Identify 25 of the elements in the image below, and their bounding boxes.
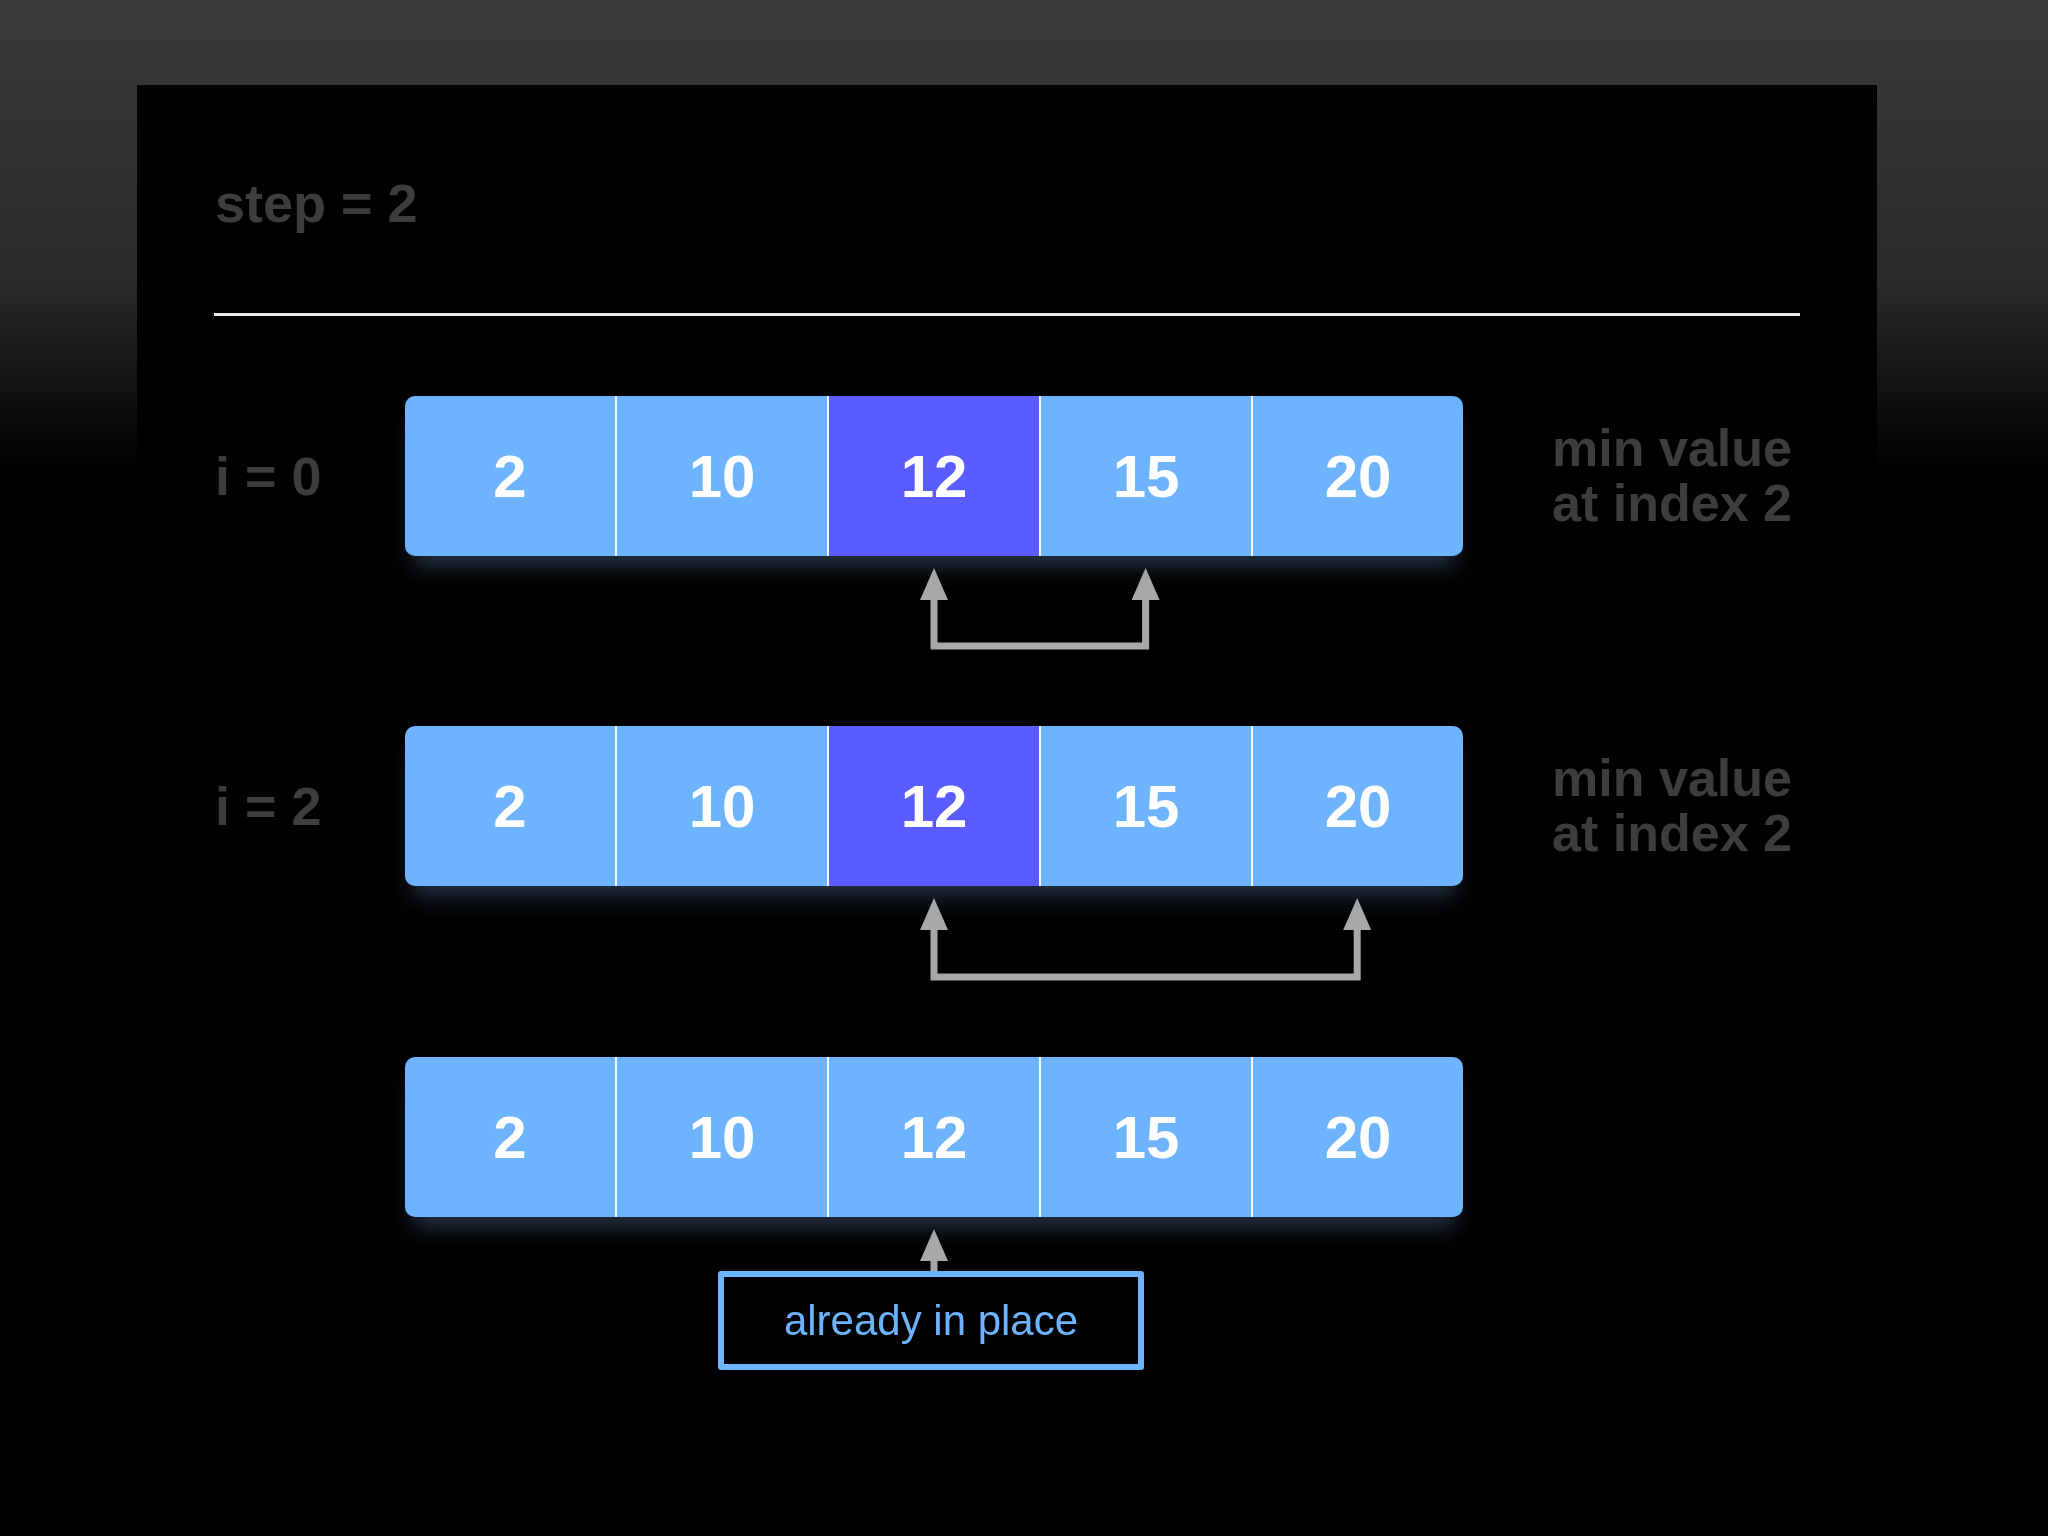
array-bar [405,396,1463,556]
array-cell: 20 [1251,1057,1463,1217]
array-cell: 2 [405,726,615,886]
array-bar [405,1057,1463,1217]
array-cell: 15 [1039,1057,1251,1217]
row-label: i = 2 [215,777,322,835]
array-cell: 20 [1251,726,1463,886]
step-title: step = 2 [215,172,418,235]
callout-box: already in place [718,1271,1144,1370]
array-cell: 15 [1039,726,1251,886]
array-cell: 12 [827,726,1039,886]
array-cell: 15 [1039,396,1251,556]
array-cell: 12 [827,396,1039,556]
array-cell: 2 [405,1057,615,1217]
array-cell: 12 [827,1057,1039,1217]
array-cell: 20 [1251,396,1463,556]
array-cell: 10 [615,1057,827,1217]
note-text: min value at index 2 [1551,751,1793,861]
arrow [920,568,1160,650]
array-bar [405,726,1463,886]
note-text: min value at index 2 [1551,421,1793,531]
arrow [920,898,1372,981]
row-label: i = 0 [215,447,322,505]
array-cell: 2 [405,396,615,556]
arrow [920,1229,948,1271]
